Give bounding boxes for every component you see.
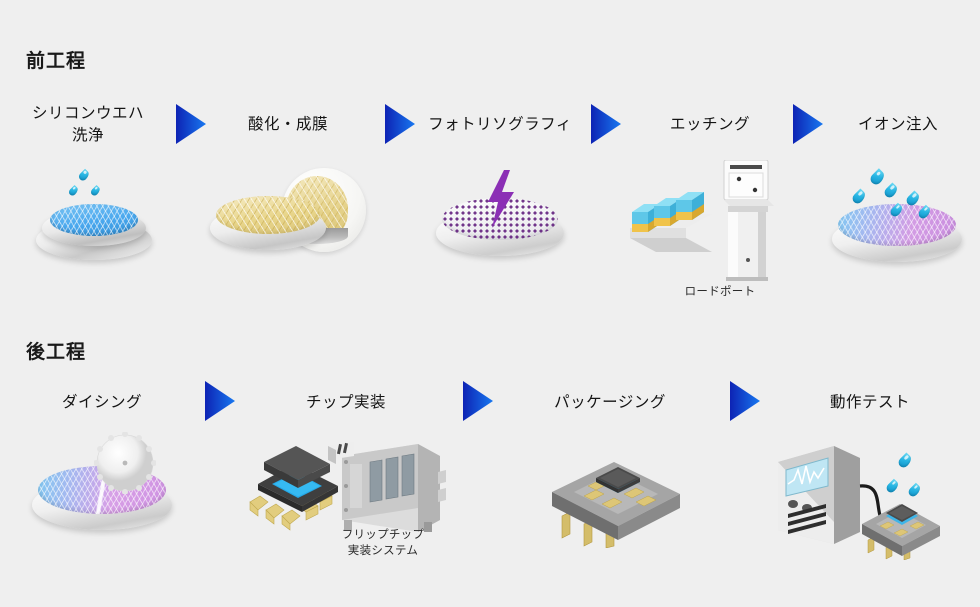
ion-implantation-icon xyxy=(828,166,968,271)
operation-test-icon xyxy=(768,440,948,561)
step-label-ion-implantation: イオン注入 xyxy=(857,116,938,133)
lightning-bolt-icon xyxy=(488,170,514,228)
oxidation-film-icon xyxy=(206,168,371,268)
step-label-dicing: ダイシング xyxy=(61,394,142,411)
section-title-front-end: 前工程 xyxy=(26,51,87,72)
saw-blade-icon xyxy=(94,432,156,494)
step-label-photolithography: フォトリソグラフィ xyxy=(428,116,572,133)
flow-arrow-4 xyxy=(793,104,823,149)
etching-icon xyxy=(626,160,786,285)
photolithography-icon xyxy=(432,170,572,270)
flow-arrow-1 xyxy=(176,104,206,149)
flow-arrow-2 xyxy=(385,104,415,149)
flow-arrow-3 xyxy=(591,104,621,149)
packaging-icon xyxy=(540,448,690,549)
flow-arrow-7 xyxy=(730,381,760,426)
step-label-oxidation-film: 酸化・成膜 xyxy=(247,116,328,133)
flow-arrow-6 xyxy=(463,381,493,426)
step-label-chip-mounting: チップ実装 xyxy=(305,394,386,411)
chip-mounting-icon xyxy=(238,438,458,540)
dicing-icon xyxy=(28,432,183,542)
wafer-cleaning-icon xyxy=(28,168,158,268)
flow-arrow-5 xyxy=(205,381,235,426)
caption-flip-chip-system: フリップチップ 実装システム xyxy=(341,529,425,558)
caption-load-port: ロードポート xyxy=(684,286,756,298)
step-label-operation-test: 動作テスト xyxy=(829,394,910,411)
step-label-wafer-cleaning: シリコンウエハ 洗浄 xyxy=(31,105,144,145)
step-label-packaging: パッケージング xyxy=(554,394,666,411)
step-label-etching: エッチング xyxy=(669,116,750,133)
section-title-back-end: 後工程 xyxy=(26,342,87,363)
